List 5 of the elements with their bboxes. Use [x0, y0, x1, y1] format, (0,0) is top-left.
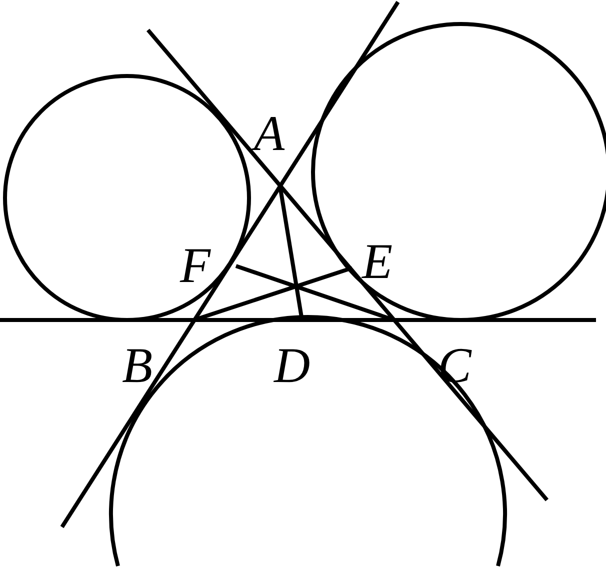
- point-label: D: [274, 340, 310, 390]
- point-label: A: [254, 108, 285, 158]
- point-label: E: [362, 236, 393, 286]
- point-label: B: [122, 340, 153, 390]
- point-label: F: [180, 240, 211, 290]
